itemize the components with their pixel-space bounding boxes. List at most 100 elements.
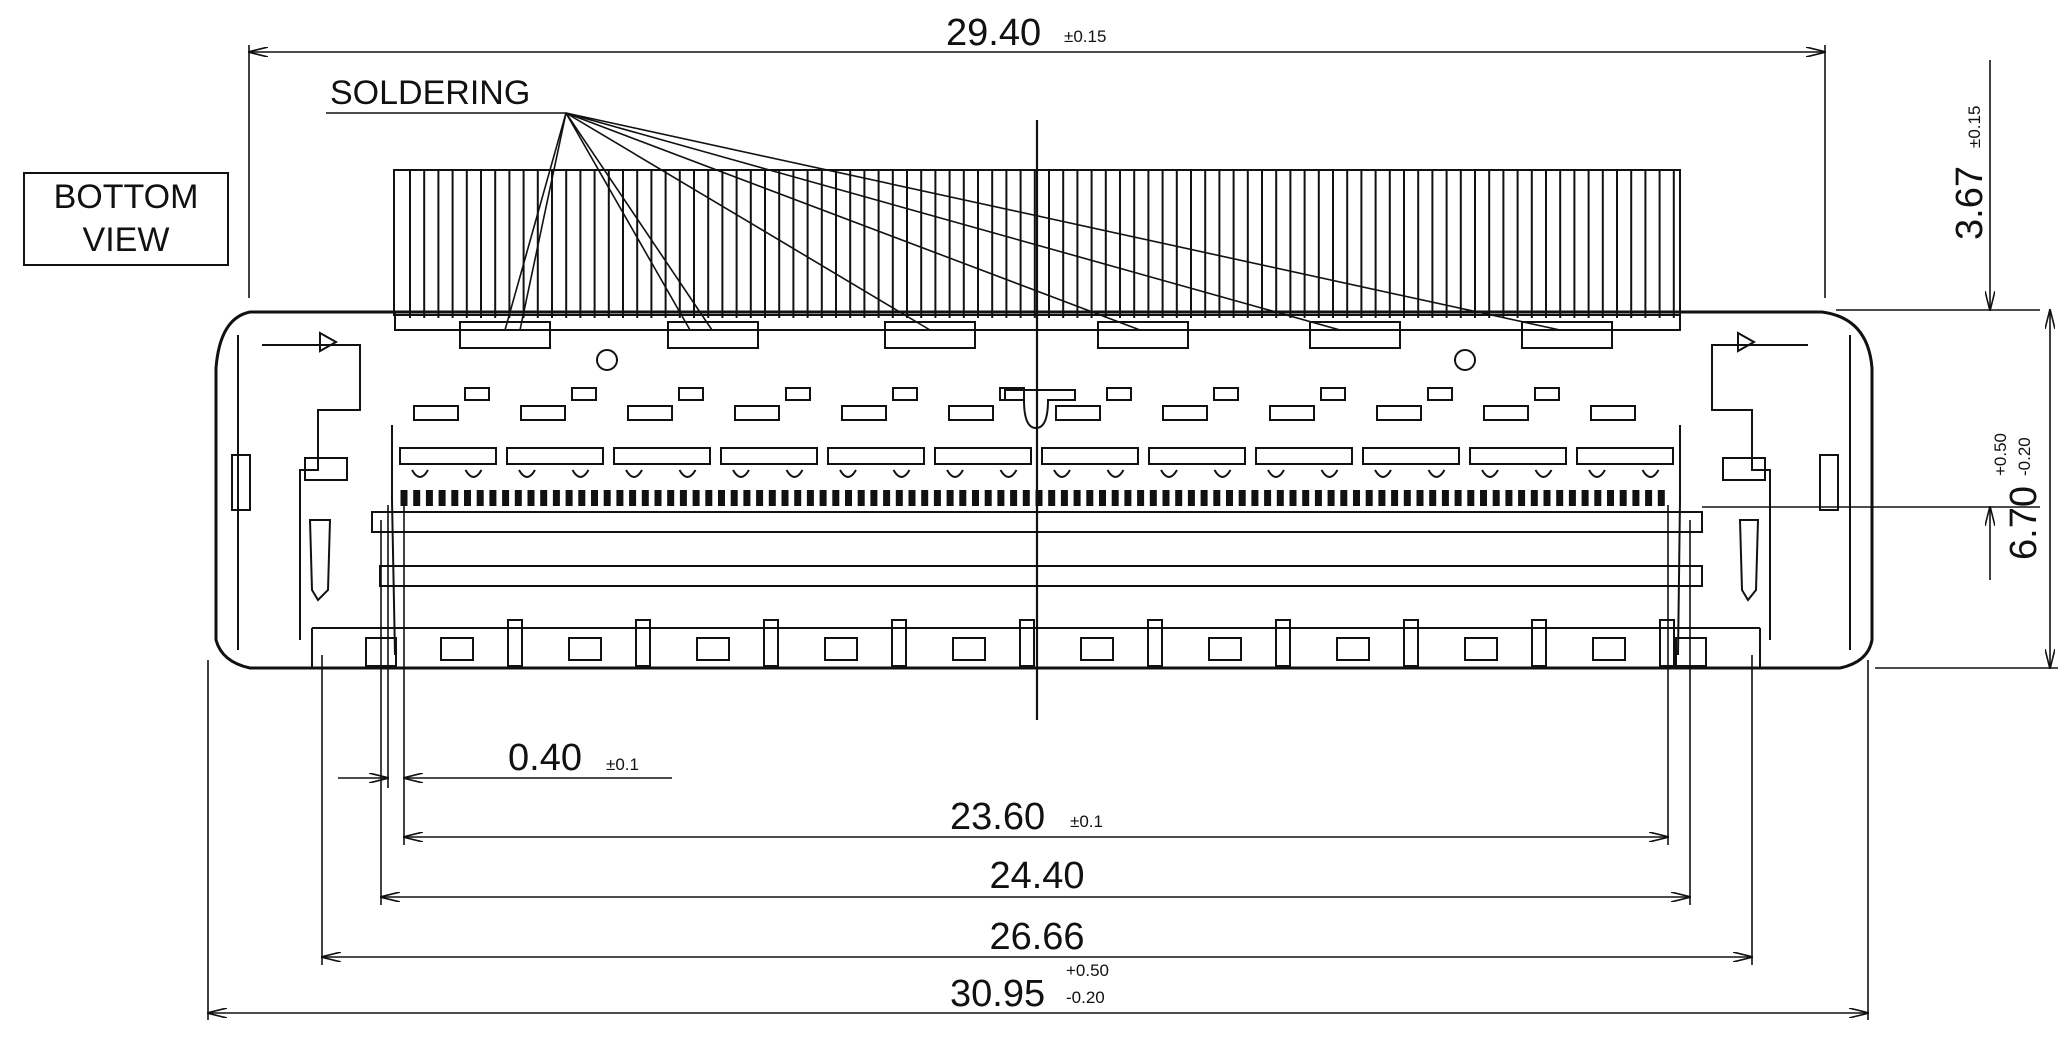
contact-bump xyxy=(892,469,911,478)
contact-pin xyxy=(959,490,967,506)
contact-pin xyxy=(603,490,611,506)
contact-pin xyxy=(1454,490,1462,506)
rail-pocket xyxy=(1208,637,1242,661)
contact-pin xyxy=(616,490,624,506)
contact-pin xyxy=(1441,490,1449,506)
contact-pin xyxy=(400,490,408,506)
contact-pin xyxy=(1060,490,1068,506)
lower-pad xyxy=(1255,447,1353,465)
small-pad xyxy=(1534,387,1560,401)
contact-pin xyxy=(527,490,535,506)
contact-pin xyxy=(1175,490,1183,506)
contact-bump xyxy=(411,469,429,478)
rail-pocket xyxy=(952,637,986,661)
contact-pin xyxy=(1111,490,1119,506)
dim-overall-width-tol-plus: +0.50 xyxy=(1066,961,1109,980)
contact-pin xyxy=(743,490,751,506)
contact-pin xyxy=(1657,490,1665,506)
dim-inner-width-value: 24.40 xyxy=(989,855,1084,897)
contact-pin xyxy=(997,490,1005,506)
small-pad xyxy=(892,387,918,401)
contact-pin xyxy=(1302,490,1310,506)
dim-pitch-tol: ±0.1 xyxy=(606,755,639,774)
view-label-box xyxy=(23,172,229,266)
contact-pin xyxy=(768,490,776,506)
contact-pin xyxy=(781,490,789,506)
view-label: BOTTOM VIEW xyxy=(54,178,199,259)
contact-pin xyxy=(1226,490,1233,506)
upper-pad xyxy=(520,405,566,421)
upper-pad xyxy=(627,405,673,421)
contact-pin xyxy=(1543,490,1551,506)
dim-body-height: 6.70 +0.50 -0.20 xyxy=(1991,433,2045,560)
contact-pin xyxy=(1048,490,1056,506)
contact-pin xyxy=(1314,490,1322,506)
contact-pin xyxy=(1645,490,1653,506)
view-label-line2: VIEW xyxy=(83,221,170,259)
dim-top-width-tol: ±0.15 xyxy=(1064,27,1106,46)
contact-pin xyxy=(730,490,738,506)
contact-bump xyxy=(1160,469,1178,478)
contact-pin xyxy=(1530,490,1538,506)
dim-body-height-tol-plus: +0.50 xyxy=(1991,433,2010,476)
solder-tail-comb xyxy=(393,169,1681,349)
contact-pin xyxy=(756,490,764,506)
contact-bump xyxy=(999,469,1018,478)
contact-bump xyxy=(1534,469,1553,478)
contact-pin xyxy=(565,490,573,506)
small-pad xyxy=(571,387,597,401)
rail-pocket xyxy=(696,637,730,661)
contact-pin xyxy=(857,490,865,506)
contact-pin xyxy=(514,490,522,506)
contact-pin xyxy=(1403,490,1411,506)
contact-bump xyxy=(1106,469,1125,478)
contact-pin xyxy=(667,490,675,506)
small-pad xyxy=(1427,387,1453,401)
contact-pin xyxy=(1632,490,1640,506)
contact-pin xyxy=(1276,490,1284,506)
rail-end-block xyxy=(1675,637,1707,667)
contact-pin xyxy=(1556,490,1564,506)
upper-pad xyxy=(1055,405,1101,421)
small-pad xyxy=(1106,387,1132,401)
contact-pin xyxy=(933,490,941,506)
contact-pin xyxy=(1187,490,1195,506)
lower-pad xyxy=(720,447,818,465)
contact-pin xyxy=(1619,490,1627,506)
small-pad xyxy=(999,387,1025,401)
view-label-line1: BOTTOM xyxy=(54,178,199,216)
contact-pin xyxy=(921,490,929,506)
contact-pin xyxy=(1289,490,1297,506)
contact-pin xyxy=(1035,490,1043,506)
contact-pin xyxy=(1607,490,1614,506)
lower-pad xyxy=(613,447,711,465)
contact-pin xyxy=(832,490,840,506)
small-pad xyxy=(678,387,704,401)
rail-pocket xyxy=(568,637,602,661)
contact-pin xyxy=(1251,490,1259,506)
contact-pin xyxy=(489,490,497,506)
contact-pin xyxy=(641,490,649,506)
lower-pad xyxy=(1362,447,1460,465)
contact-pin xyxy=(629,490,637,506)
lower-pad xyxy=(506,447,604,465)
contact-pin xyxy=(1162,490,1170,506)
contact-pin xyxy=(438,490,446,506)
bottom-rail-pockets xyxy=(365,619,1707,667)
solder-tab xyxy=(1097,321,1189,349)
contact-pin xyxy=(1137,490,1145,506)
dim-tail-height-value: 3.67 xyxy=(1949,166,1991,240)
contact-pin xyxy=(1518,490,1526,506)
contact-bump xyxy=(1213,469,1232,478)
contact-pin xyxy=(1492,490,1500,506)
contact-pin xyxy=(425,490,433,506)
contact-pin xyxy=(1391,490,1399,506)
contact-pin xyxy=(1213,490,1221,506)
dim-top-width-value: 29.40 xyxy=(946,12,1041,54)
contact-pin xyxy=(578,490,586,506)
contact-pin xyxy=(1073,490,1081,506)
upper-pad xyxy=(1162,405,1208,421)
contact-bump xyxy=(625,469,643,478)
lower-pad xyxy=(1576,447,1674,465)
